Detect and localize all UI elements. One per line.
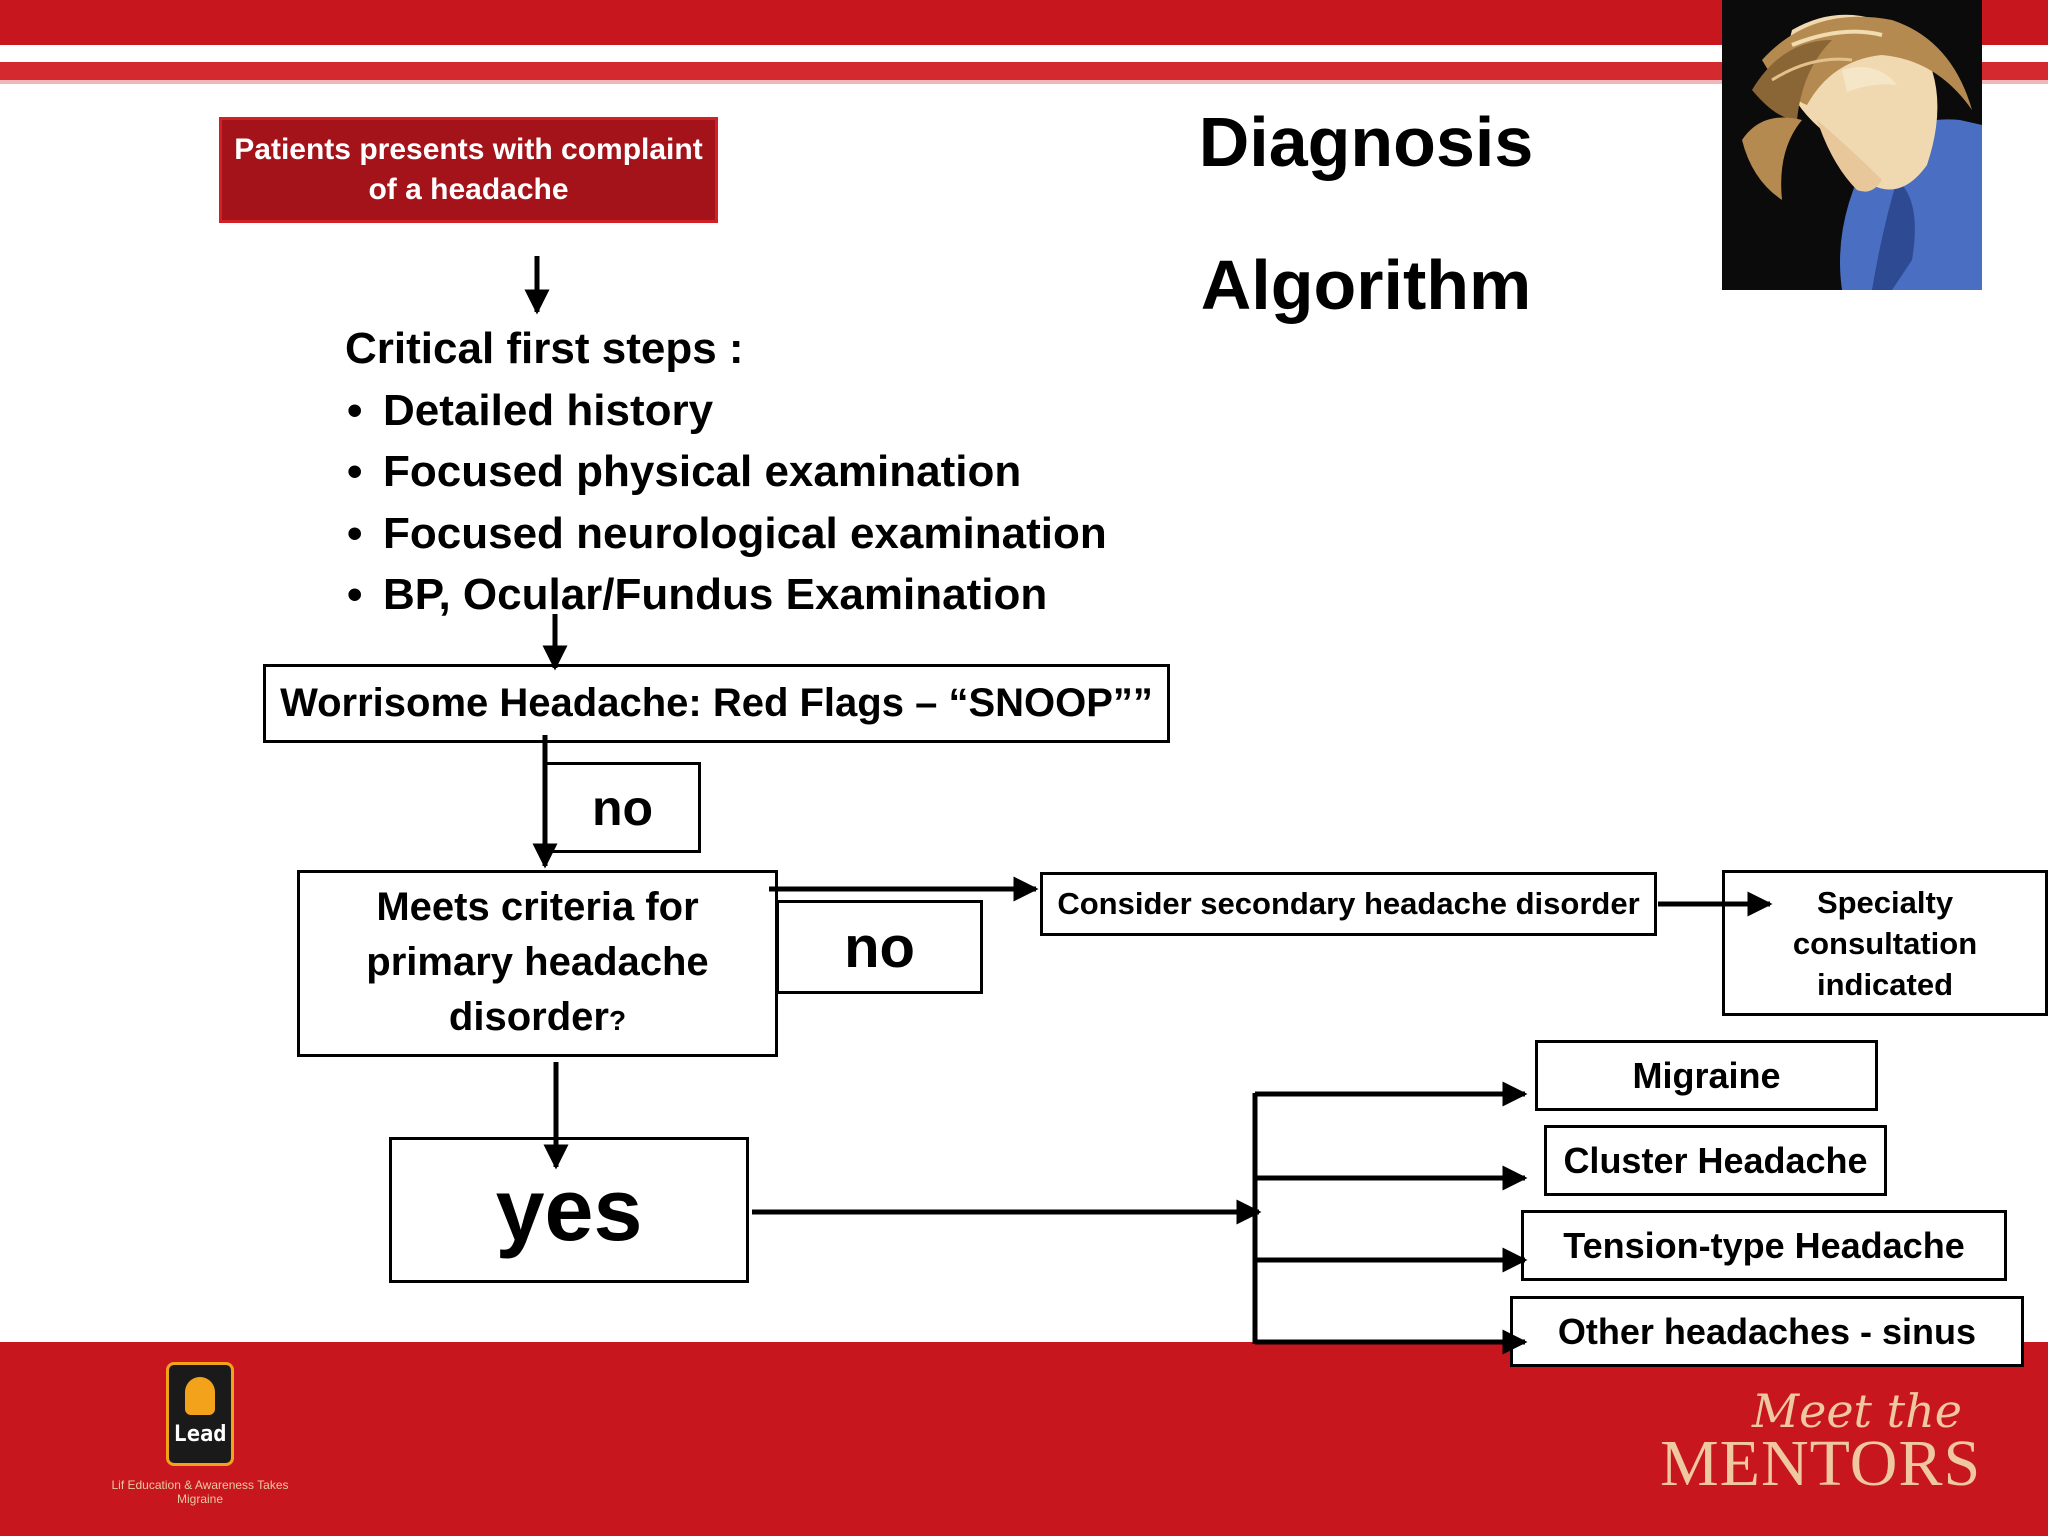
no-label-text: no: [591, 779, 654, 836]
critical-step-item: BP, Ocular/Fundus Examination: [345, 564, 1107, 626]
critical-step-item: Detailed history: [345, 380, 1107, 442]
outcome-label: Cluster Headache: [1563, 1139, 1868, 1181]
bottom-red-band: [0, 1342, 2048, 1536]
lead-logo-tagline: Lif Education & Awareness Takes Migraine: [111, 1478, 289, 1506]
outcome-label: Migraine: [1632, 1054, 1781, 1096]
mentors-logo-top: Meet the: [1752, 1384, 1962, 1438]
no-label-box-red-flags: no: [544, 762, 701, 853]
top-red-stripe: [0, 62, 2048, 80]
critical-steps-list: Detailed history Focused physical examin…: [345, 380, 1107, 626]
no-label-text: no: [844, 914, 915, 980]
lead-logo-icon: [166, 1362, 234, 1466]
mentors-logo-bottom: MENTORS: [1660, 1427, 1982, 1500]
title-diagnosis: Diagnosis: [1198, 103, 1534, 181]
specialty-line-2: consultation: [1792, 925, 1978, 961]
outcome-other-node: Other headaches - sinus: [1510, 1296, 2024, 1367]
outcome-label: Tension-type Headache: [1563, 1224, 1965, 1266]
start-node-line-1: Patients presents with complaint: [234, 133, 703, 166]
outcome-label: Other headaches - sinus: [1557, 1310, 1977, 1352]
no-label-box-primary: no: [776, 900, 983, 994]
primary-criteria-question-mark: ?: [608, 1004, 627, 1036]
title-algorithm: Algorithm: [1200, 246, 1532, 324]
top-red-band: [0, 0, 2048, 45]
primary-criteria-line-3: disorder?: [449, 990, 626, 1048]
primary-criteria-node: Meets criteria for primary headache diso…: [297, 870, 778, 1057]
primary-criteria-line-1: Meets criteria for: [376, 884, 699, 929]
lead-logo-word: Lead: [173, 1422, 227, 1447]
headache-woman-illustration: [1722, 0, 1982, 290]
critical-step-item: Focused neurological examination: [345, 503, 1107, 565]
outcome-migraine-node: Migraine: [1535, 1040, 1878, 1111]
outcome-tension-node: Tension-type Headache: [1521, 1210, 2007, 1281]
start-node-line-2: of a headache: [368, 173, 569, 206]
specialty-line-1: Specialty: [1816, 884, 1954, 920]
yes-node: yes: [389, 1137, 749, 1283]
critical-first-steps: Critical first steps : Detailed history …: [345, 318, 1107, 626]
primary-criteria-line-2: primary headache: [366, 939, 709, 984]
critical-steps-heading: Critical first steps :: [345, 324, 744, 373]
red-flags-node: Worrisome Headache: Red Flags – “SNOOP””: [263, 664, 1170, 743]
primary-criteria-word: disorder: [448, 994, 609, 1039]
specialty-line-3: indicated: [1816, 966, 1954, 1002]
specialty-consultation-node: Specialty consultation indicated: [1722, 870, 2048, 1016]
yes-label: yes: [495, 1160, 643, 1259]
critical-step-item: Focused physical examination: [345, 441, 1107, 503]
start-node-patient-complaint: Patients presents with complaint of a he…: [219, 117, 718, 223]
secondary-headache-label: Consider secondary headache disorder: [1057, 886, 1640, 921]
red-flags-label: Worrisome Headache: Red Flags – “SNOOP””: [280, 681, 1153, 725]
outcome-cluster-node: Cluster Headache: [1544, 1125, 1887, 1196]
top-pink-stripe: [0, 80, 2048, 84]
secondary-headache-node: Consider secondary headache disorder: [1040, 872, 1657, 936]
lightbulb-icon: [185, 1377, 215, 1415]
